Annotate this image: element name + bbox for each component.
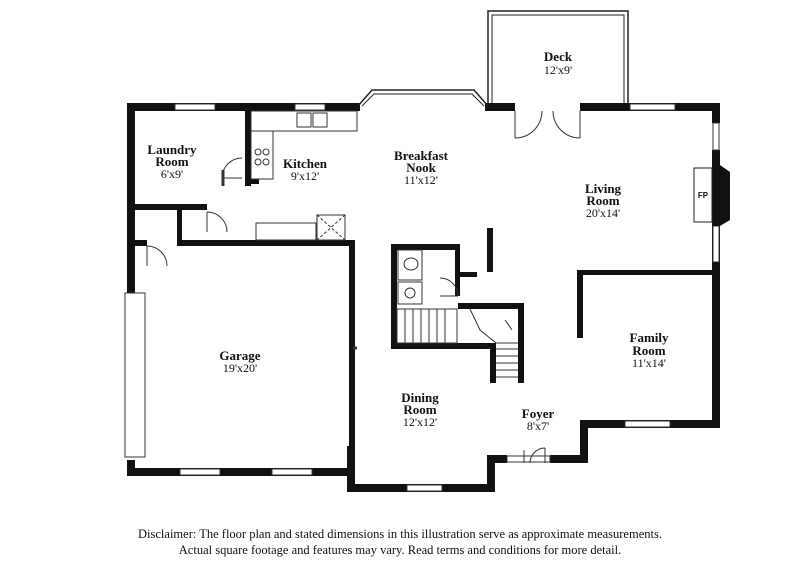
laundry-name-1: Laundry (147, 142, 197, 157)
deck-outline (487, 10, 629, 103)
foyer-name: Foyer (522, 406, 555, 421)
family-name-1: Family (630, 330, 669, 345)
laundry-name-2: Room (155, 154, 188, 169)
laundry-dims: 6'x9' (161, 167, 183, 181)
interior-walls (135, 108, 717, 476)
windows (174, 103, 720, 492)
deck-name: Deck (544, 49, 573, 64)
bathroom-fixtures (397, 249, 423, 305)
disclaimer-line-1: Disclaimer: The floor plan and stated di… (138, 527, 662, 541)
kitchen-name: Kitchen (283, 156, 328, 171)
garage-name: Garage (219, 348, 260, 363)
breakfast-dims: 11'x12' (404, 173, 438, 187)
foyer-dims: 8'x7' (527, 419, 549, 433)
kitchen-fixtures (250, 110, 358, 241)
fireplace (693, 165, 730, 226)
deck-dims: 12'x9' (544, 63, 572, 77)
bay-window (357, 89, 489, 107)
living-dims: 20'x14' (586, 206, 620, 220)
dining-dims: 12'x12' (403, 415, 437, 429)
fireplace-label: FP (698, 191, 709, 200)
dining-name-1: Dining (401, 390, 439, 405)
family-name-2: Room (632, 343, 665, 358)
garage-door (124, 292, 146, 458)
breakfast-name-1: Breakfast (394, 148, 449, 163)
disclaimer: Disclaimer: The floor plan and stated di… (0, 526, 800, 558)
room-labels: Deck 12'x9' Laundry Room 6'x9' Kitchen 9… (147, 49, 708, 433)
breakfast-name-2: Nook (406, 160, 436, 175)
living-name-1: Living (585, 181, 622, 196)
living-name-2: Room (586, 193, 619, 208)
stairs (396, 308, 518, 378)
family-dims: 11'x14' (632, 356, 666, 370)
garage-dims: 19'x20' (223, 361, 257, 375)
disclaimer-line-2: Actual square footage and features may v… (178, 543, 622, 557)
doors (146, 110, 581, 464)
kitchen-dims: 9'x12' (291, 169, 319, 183)
dining-name-2: Room (403, 402, 436, 417)
